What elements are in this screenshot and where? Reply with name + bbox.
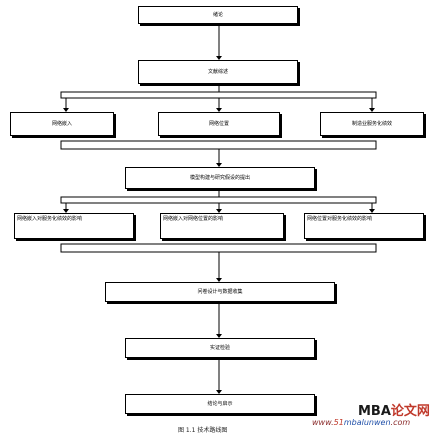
arrowhead-empirical bbox=[216, 334, 222, 338]
arrowhead-lit bbox=[216, 56, 222, 60]
watermark-url-domain: mbalunwen bbox=[343, 418, 391, 427]
node-hypothesis-1: 网络嵌入对服务化绩效的影响 bbox=[14, 213, 134, 239]
watermark-url-prefix: www. bbox=[312, 418, 334, 427]
watermark-url-number: 51 bbox=[333, 418, 344, 427]
node-model-and-hypotheses: 模型构建与研究假设的提出 bbox=[125, 167, 315, 189]
node-intro: 绪论 bbox=[138, 6, 298, 24]
watermark-url: www.51mbalunwen.com bbox=[312, 418, 410, 427]
merge-bar-1 bbox=[60, 140, 377, 150]
node-conclusion: 结论与启示 bbox=[125, 394, 315, 414]
node-hypothesis-3: 网络位置对服务化绩效的影响 bbox=[304, 213, 424, 239]
node-empirical-test: 实证检验 bbox=[125, 338, 315, 358]
node-hypothesis-2: 网络嵌入对网络位置的影响 bbox=[160, 213, 284, 239]
watermark-brand-suffix: 论文网 bbox=[390, 404, 430, 419]
arrowhead-branch-1 bbox=[63, 108, 69, 112]
arrowhead-branch-2 bbox=[216, 108, 222, 112]
arrowhead-branch-3 bbox=[369, 108, 375, 112]
watermark-brand-prefix: MBA bbox=[358, 404, 391, 419]
watermark-url-tld: .com bbox=[390, 418, 411, 427]
split-bar-1 bbox=[60, 91, 377, 99]
arrowhead-hyp-3 bbox=[369, 209, 375, 213]
figure-caption: 图 1.1 技术路线图 bbox=[178, 427, 228, 434]
node-servitization-performance: 制造业服务化绩效 bbox=[320, 112, 424, 136]
arrowhead-hyp-2 bbox=[216, 209, 222, 213]
arrowhead-questionnaire bbox=[216, 278, 222, 282]
watermark-logo: MBA论文网 bbox=[358, 400, 430, 419]
node-network-embedding: 网络嵌入 bbox=[10, 112, 114, 136]
arrowhead-conclusion bbox=[216, 390, 222, 394]
node-literature-review: 文献综述 bbox=[138, 60, 298, 84]
node-network-position: 网络位置 bbox=[158, 112, 280, 136]
arrowhead-framework bbox=[216, 163, 222, 167]
arrowhead-hyp-1 bbox=[63, 209, 69, 213]
node-questionnaire-design: 问卷设计与数据收集 bbox=[105, 282, 335, 302]
merge-bar-2 bbox=[60, 243, 377, 253]
split-bar-2 bbox=[60, 196, 377, 204]
